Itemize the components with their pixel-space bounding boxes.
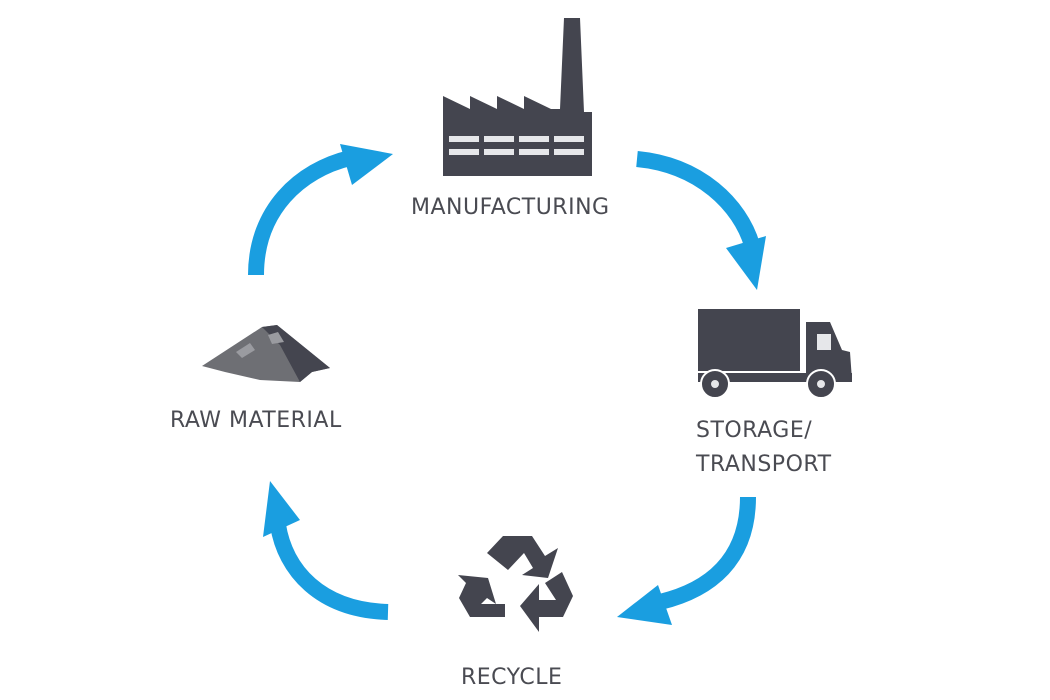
- truck-icon: [698, 309, 852, 399]
- recycle-icon: [458, 536, 573, 632]
- recycle-label: RECYCLE: [461, 665, 563, 690]
- arrow-raw-to-manufacturing: [248, 144, 393, 276]
- storage-label-line1: STORAGE/: [696, 418, 813, 443]
- material-pile-icon: [202, 325, 330, 382]
- manufacturing-label: MANUFACTURING: [411, 195, 610, 220]
- arrow-recycle-to-raw: [263, 481, 389, 620]
- factory-icon: [443, 18, 592, 176]
- storage-label-line2: TRANSPORT: [696, 452, 832, 477]
- arrow-storage-to-recycle: [617, 496, 756, 625]
- raw-material-label: RAW MATERIAL: [170, 408, 342, 433]
- arrow-manufacturing-to-storage: [636, 151, 766, 290]
